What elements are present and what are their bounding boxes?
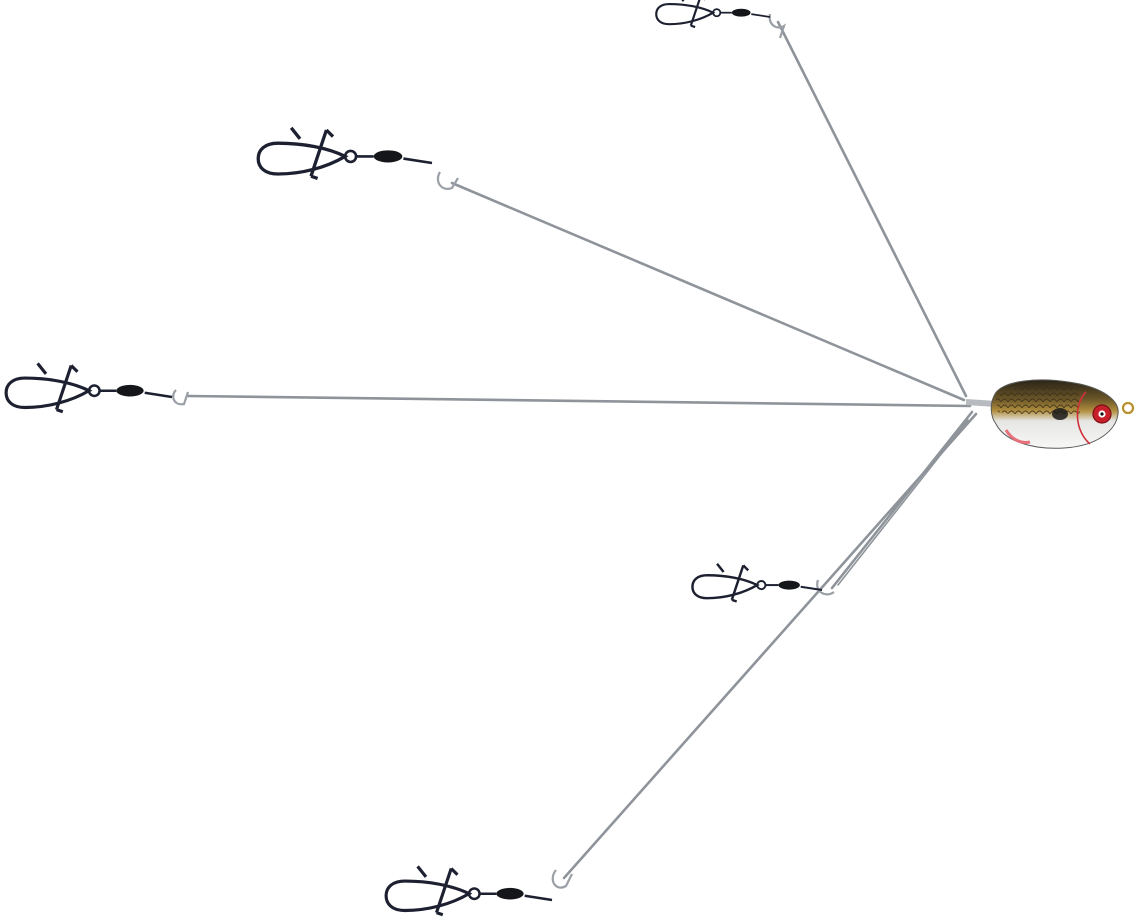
- gill-mark: [1076, 391, 1091, 445]
- lure-head: [965, 379, 1135, 449]
- loop-lower-short: [816, 579, 835, 596]
- wire-lower-long: [562, 412, 978, 880]
- loop-left: [172, 389, 190, 406]
- wire-lower-short: [830, 410, 974, 590]
- rig-wires: [186, 20, 978, 880]
- line-tie-eye: [1121, 401, 1135, 415]
- wire-top: [776, 20, 968, 398]
- wire-left: [186, 394, 972, 408]
- wire-upper-left: [450, 181, 966, 402]
- loop-lower-long: [551, 869, 573, 889]
- loop-upper-left: [436, 171, 459, 190]
